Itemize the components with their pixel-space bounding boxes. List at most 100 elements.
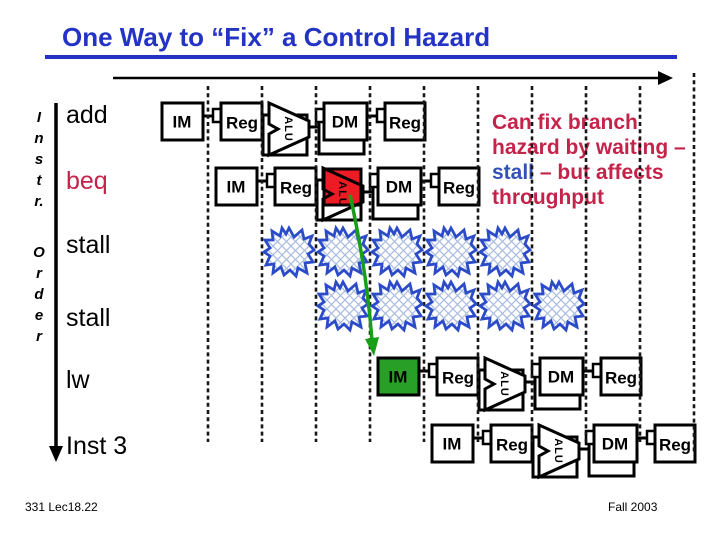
stage-im-inst-3-label: IM	[443, 435, 462, 454]
latch-inst-3	[481, 429, 494, 446]
footer-semester: Fall 2003	[608, 500, 658, 514]
stage-reg-inst-3	[489, 423, 534, 464]
axis-letter: O	[33, 244, 45, 261]
stage-reg2-inst-3	[653, 423, 697, 464]
footer-lecture-number: 331 Lec18.22	[25, 500, 98, 514]
stall-burst-cycle-5	[369, 224, 425, 279]
latch-lw	[530, 362, 543, 379]
stage-reg2-add	[383, 101, 427, 142]
axis-letter: t	[36, 172, 42, 189]
stage-alu-beq	[321, 165, 365, 223]
instruction-label-inst-3-5: Inst 3	[66, 432, 128, 460]
stage-reg2-add-label: Reg	[389, 114, 421, 133]
latch-add	[314, 107, 327, 124]
stage-dm-lw-label: DM	[548, 368, 574, 387]
annotation-line-3-rest: – but affects	[534, 161, 664, 184]
stage-reg2-lw	[599, 356, 643, 397]
stall-burst-cycle-4	[315, 278, 371, 333]
stage-reg2-lw-label: Reg	[605, 369, 637, 388]
stage-im-add	[160, 101, 205, 142]
axis-letter: s	[34, 151, 44, 168]
axis-letter: r.	[34, 193, 44, 210]
annotation-line-4: throughput	[492, 186, 604, 209]
annotation-note: Can fix branch hazard by waiting – stall…	[492, 110, 702, 210]
stage-reg-add-label: Reg	[226, 114, 258, 133]
axis-letter: n	[34, 130, 44, 147]
stage-reg2-inst-3-label: Reg	[659, 436, 691, 455]
axis-letter: r	[36, 265, 42, 282]
branch-target-arrowhead	[365, 337, 379, 356]
stage-alu-add	[267, 100, 311, 158]
stall-burst-cycle-7	[477, 278, 533, 333]
stage-im-lw-label: IM	[389, 368, 408, 387]
latch-add	[211, 107, 224, 124]
stage-im-beq	[214, 166, 259, 207]
stall-burst-cycle-4	[315, 224, 371, 279]
annotation-line-3: stall – but affects	[492, 160, 702, 185]
stall-burst-cycle-3	[261, 224, 317, 279]
stage-dm-beq-label: DM	[386, 178, 412, 197]
instruction-label-stall-2: stall	[66, 231, 111, 259]
axis-letter: I	[36, 109, 42, 126]
dm-shadow-rect-lw	[533, 367, 582, 411]
dm-shadow-rect-add	[317, 112, 366, 156]
instruction-label-lw-4: lw	[66, 366, 90, 394]
axis-letter: r	[36, 328, 42, 345]
stage-dm-add-label: DM	[332, 113, 358, 132]
latch-add	[375, 107, 388, 124]
latch-beq	[429, 172, 442, 189]
stage-im-lw	[376, 356, 421, 397]
stage-reg-add	[219, 101, 264, 142]
latch-lw	[591, 362, 604, 379]
stage-alu-add-label: ALU	[282, 116, 294, 142]
stage-reg2-beq-label: Reg	[443, 179, 475, 198]
stage-alu-lw-label: ALU	[498, 371, 510, 397]
annotation-line-2: hazard by waiting –	[492, 136, 686, 159]
stage-reg-beq-label: Reg	[280, 179, 312, 198]
stage-alu-inst-3-label: ALU	[552, 438, 564, 464]
stall-burst-cycle-6	[423, 278, 479, 333]
page-title: One Way to “Fix” a Control Hazard	[62, 22, 491, 52]
stage-im-inst-3	[430, 423, 475, 464]
dm-shadow-rect-inst-3	[587, 434, 636, 478]
stage-dm-lw	[538, 356, 585, 397]
annotation-line-1: Can fix branch	[492, 111, 638, 134]
alu-shadow-rect-inst-3	[531, 435, 579, 479]
stage-alu-beq-label: ALU	[336, 181, 348, 207]
order-axis-arrowhead	[49, 446, 63, 462]
stall-burst-cycle-5	[369, 278, 425, 333]
dm-shadow-rect-beq	[371, 177, 420, 221]
axis-letter: d	[34, 286, 44, 303]
instruction-label-beq-1: beq	[66, 167, 108, 195]
time-axis-arrowhead	[658, 71, 673, 85]
stage-reg-beq	[273, 166, 318, 207]
stage-dm-inst-3	[592, 423, 639, 464]
stall-burst-cycle-6	[423, 224, 479, 279]
stall-burst-cycle-7	[477, 224, 533, 279]
stage-dm-add	[322, 101, 369, 142]
annotation-stall-word: stall	[492, 161, 535, 184]
instruction-label-stall-3: stall	[66, 304, 111, 332]
latch-beq	[265, 172, 278, 189]
stage-im-add-label: IM	[173, 113, 192, 132]
branch-target-arrow	[348, 194, 374, 342]
stage-alu-inst-3	[537, 422, 581, 480]
stage-reg2-beq	[437, 166, 481, 207]
stage-dm-inst-3-label: DM	[602, 435, 628, 454]
latch-beq	[368, 172, 381, 189]
axis-letter: e	[34, 307, 44, 324]
instruction-label-add-0: add	[66, 101, 108, 129]
stall-burst-cycle-8	[531, 278, 587, 333]
stage-reg-lw-label: Reg	[442, 369, 474, 388]
latch-lw	[427, 362, 440, 379]
alu-shadow-rect-lw	[477, 368, 525, 412]
alu-hazard-highlight-beq	[322, 167, 363, 207]
stage-reg-inst-3-label: Reg	[496, 436, 528, 455]
alu-shadow-rect-beq	[315, 178, 363, 222]
title-underline	[45, 55, 677, 59]
latch-inst-3	[645, 429, 658, 446]
stage-reg-lw	[435, 356, 480, 397]
